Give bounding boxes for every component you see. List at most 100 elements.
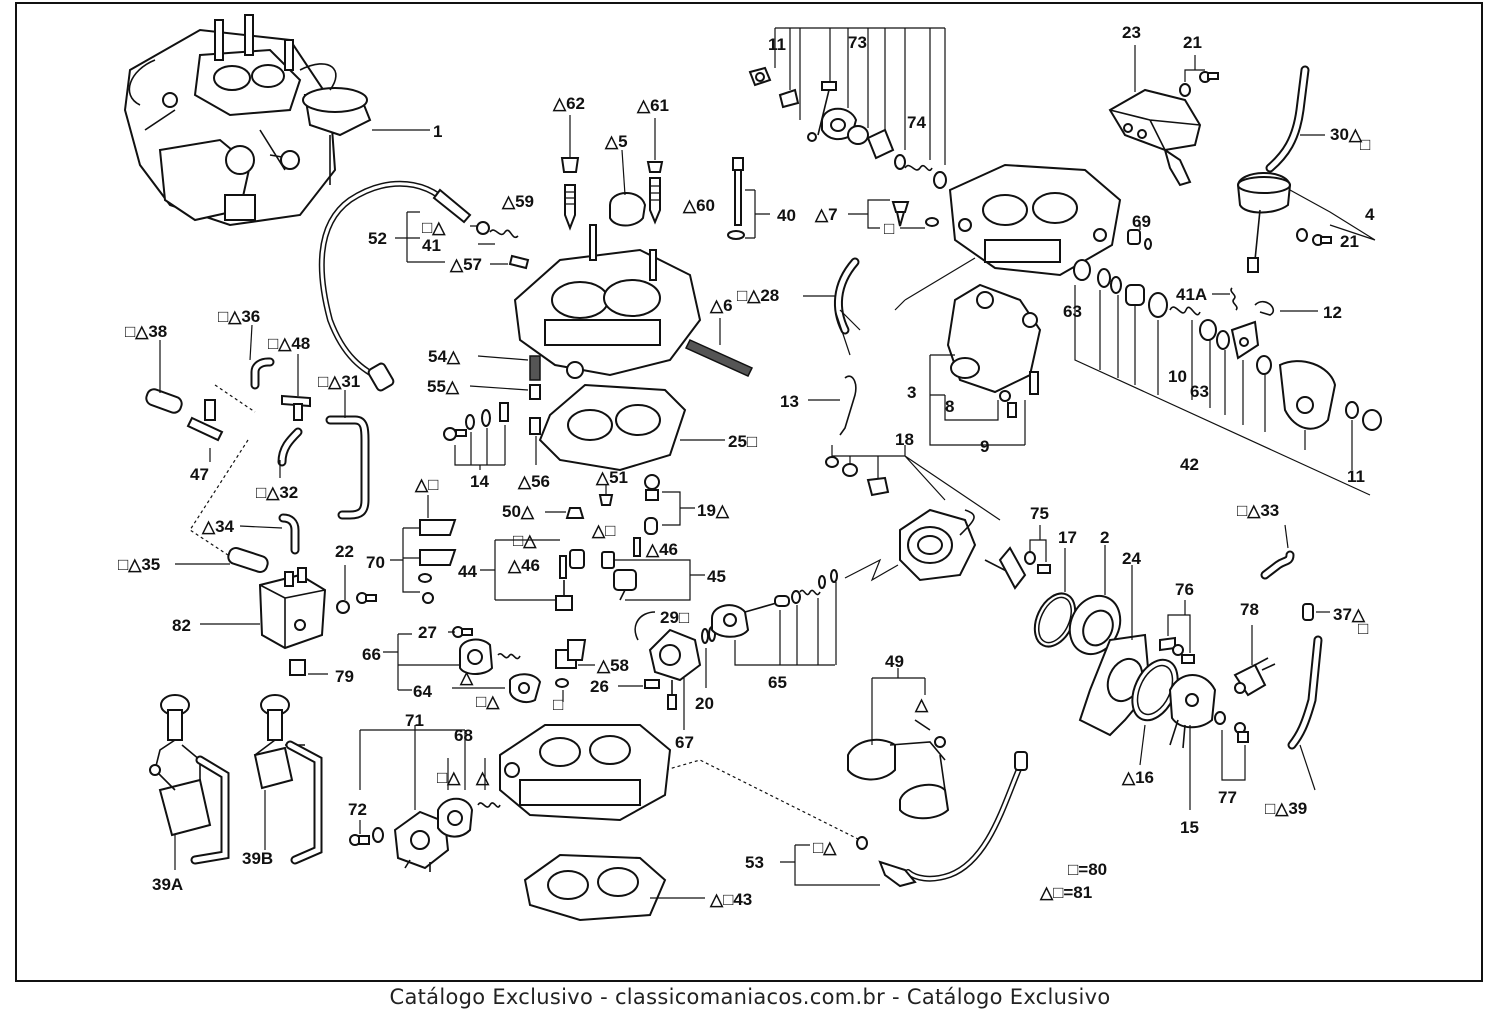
label-37-square: □ [1358, 619, 1368, 638]
label-79: 79 [335, 667, 354, 686]
footer-text: Catálogo Exclusivo - classicomaniacos.co… [389, 985, 1111, 1009]
pump-part-67 [634, 611, 702, 730]
label-52-squares: □△ [422, 218, 446, 237]
label-22: 22 [335, 542, 354, 561]
hose-part-38 [145, 340, 183, 414]
label-43: △□43 [709, 890, 752, 909]
choke-housing-part-3 [929, 283, 1042, 446]
label-46-squares: □△ [513, 531, 537, 550]
label-41: 41 [422, 236, 441, 255]
diaphragm-part-2 [1068, 545, 1122, 656]
label-17: 17 [1058, 528, 1077, 547]
throttle-housing-part-18 [825, 445, 1001, 582]
label-61: △61 [636, 96, 669, 115]
label-53-squares: □△ [813, 838, 837, 857]
valve-part-39B [253, 694, 323, 865]
label-15: 15 [1180, 818, 1199, 837]
label-29: 29□ [660, 608, 689, 627]
label-82: 82 [172, 616, 191, 635]
part-54 [477, 355, 541, 381]
label-78: 78 [1240, 600, 1259, 619]
label-35: □△35 [118, 555, 160, 574]
screw-set-part-14 [443, 402, 509, 470]
solenoid-part-82 [200, 567, 327, 650]
label-53: 53 [745, 853, 764, 872]
label-14: 14 [470, 472, 489, 491]
legend-80: □=80 [1068, 860, 1107, 879]
label-68-triangle: △ [475, 768, 490, 787]
label-42: 42 [1180, 455, 1199, 474]
part-50 [545, 507, 585, 519]
label-52: 52 [368, 229, 387, 248]
label-31: □△31 [318, 372, 360, 391]
label-33: □△33 [1237, 501, 1279, 520]
label-71: 71 [405, 711, 424, 730]
part-58 [555, 639, 595, 702]
label-24: 24 [1122, 549, 1141, 568]
tee-part-47 [186, 399, 224, 462]
linkage-parts-73 [748, 27, 947, 189]
connector-part-79 [289, 659, 328, 676]
label-65: 65 [768, 673, 787, 692]
label-21-top: 21 [1183, 33, 1202, 52]
label-16: △16 [1121, 768, 1154, 787]
label-72: 72 [348, 800, 367, 819]
label-32: □△32 [256, 483, 298, 502]
label-49-triangle: △ [914, 695, 929, 714]
jet-part-62 [560, 115, 580, 173]
label-66: 66 [362, 645, 381, 664]
label-30: 30△ [1330, 125, 1363, 144]
label-39B: 39B [242, 849, 273, 868]
plate-part-70 [390, 495, 457, 604]
needle-part-6 [684, 318, 754, 377]
label-20: 20 [695, 694, 714, 713]
carburetor-exploded-diagram: 1 2 3 4 △5 △6 △7 □ 8 9 10 11 11 12 13 14… [118, 14, 1382, 922]
label-68-squares: □△ [437, 768, 461, 787]
label-64-squares: □△ [476, 692, 500, 711]
hose-part-33 [1260, 524, 1295, 580]
label-73: 73 [848, 33, 867, 52]
label-48: □△48 [268, 334, 310, 353]
cap-part-5 [609, 149, 647, 227]
tube-part-37 [1302, 603, 1330, 621]
shaft-part-75 [984, 525, 1051, 590]
valve-part-78 [1233, 625, 1276, 697]
label-46-right: △46 [645, 540, 678, 559]
gasket-ring-part-17 [1033, 548, 1077, 648]
label-1: 1 [433, 122, 442, 141]
cable-part-53 [544, 751, 1028, 888]
screw-part-7 [848, 199, 939, 229]
label-9: 9 [980, 437, 989, 456]
hose-part-30 [1265, 65, 1325, 173]
label-6: △6 [709, 296, 733, 315]
part-19 [644, 474, 695, 535]
spring-part-20 [701, 626, 716, 688]
label-8: 8 [945, 397, 954, 416]
label-36: □△36 [218, 307, 260, 326]
label-12: 12 [1323, 303, 1342, 322]
gasket-part-25 [538, 383, 687, 472]
linkage-part-45 [601, 537, 705, 601]
label-21-bottom: 21 [1340, 232, 1359, 251]
screw-part-21-top [1179, 55, 1219, 97]
tee-part-48 [281, 354, 311, 421]
hose-part-39 [1287, 635, 1323, 791]
label-26: 26 [590, 677, 609, 696]
carburetor-top-cover [513, 224, 702, 379]
label-67: 67 [675, 733, 694, 752]
jet-part-59 [564, 184, 576, 231]
label-11-top: 11 [768, 35, 786, 54]
choke-cable-part-52 [318, 180, 530, 392]
vacuum-capsule-part-4 [1236, 172, 1376, 273]
label-39: □△39 [1265, 799, 1307, 818]
label-74: 74 [907, 113, 926, 132]
carburetor-lower-body [948, 163, 1122, 277]
screw-part-76 [1159, 600, 1195, 664]
legend-81: △□=81 [1039, 883, 1092, 902]
label-55: 55△ [427, 377, 460, 396]
label-70-squares: △□ [414, 475, 438, 494]
linkage-part-44 [480, 539, 585, 611]
bracket-part-23 [1108, 45, 1202, 187]
label-37: 37△ [1333, 605, 1366, 624]
label-10: 10 [1168, 367, 1187, 386]
